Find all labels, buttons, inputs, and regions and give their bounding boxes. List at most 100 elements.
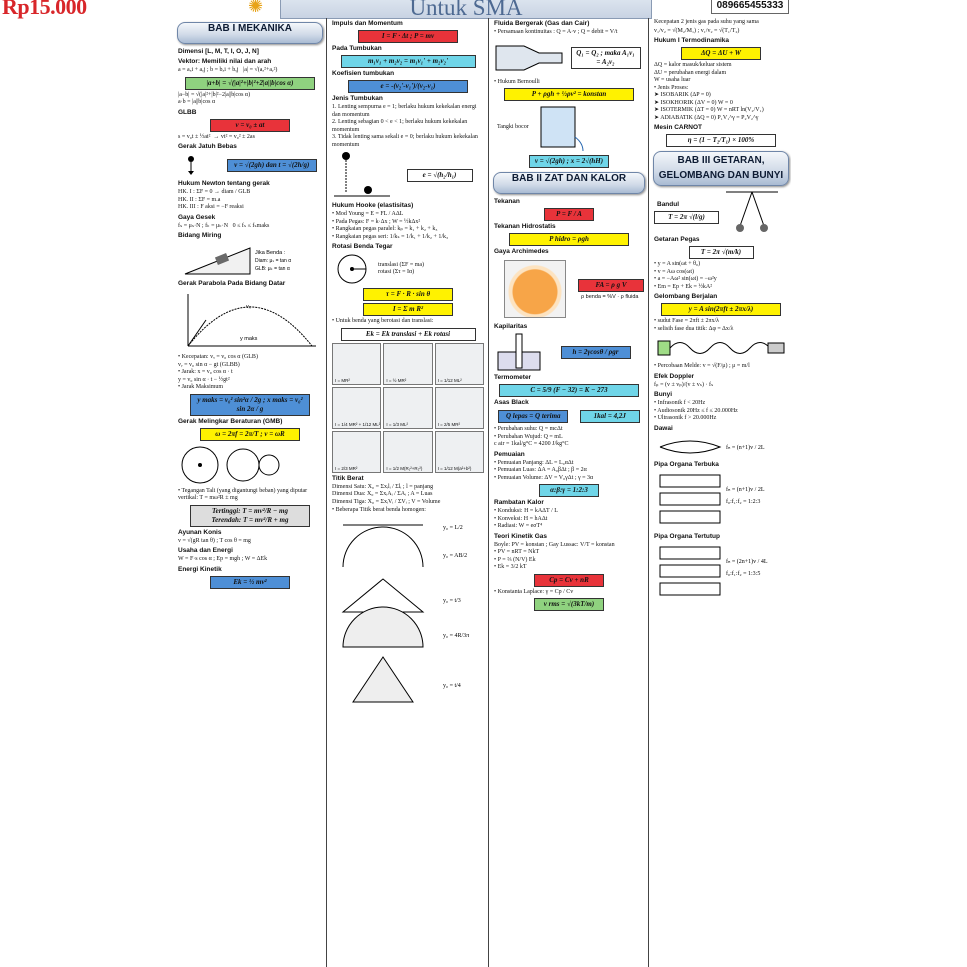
formula-projectile-max: y maks = v₀² sin²α / 2g ; x maks = v₀² s… [190, 393, 310, 416]
formula-spring-period: T = 2π √(m/k) [688, 246, 754, 259]
topic-kinetic-energy: Energi Kinetik [178, 565, 222, 573]
archimedes-row: FA = ρ g V ρ benda = %V · ρ fluida [494, 257, 644, 321]
text-block: Dimensi Satu: X₀ = Σxᵢlᵢ / Σlᵢ ; l = pan… [332, 483, 441, 505]
formula-momentum-conservation: m₁v₁ + m₂v₂ = m₁v₁' + m₂v₂' [340, 55, 476, 68]
inertia-cell: I = 1/4 MR² + 1/12 ML² [332, 386, 382, 429]
formula-impulse: I = F · Δt ; P = mv [358, 30, 458, 43]
text-block: fₛ = μₛ·N ; fₖ = μₖ·N 0 ≤ fₛ ≤ fₛmaks [178, 222, 270, 229]
topic-capillarity: Kapilaritas [494, 323, 528, 330]
topic-work-energy: Usaha dan Energi [178, 547, 233, 554]
svg-text:y₀ = L/2: y₀ = L/2 [443, 525, 463, 531]
topic-free-fall: Gerak Jatuh Bebas [178, 143, 237, 150]
text-block: fₚ = (v ± vₚ)/(v ± vₛ) · fₛ [654, 381, 714, 388]
inertia-cell: I = ½ MR² [383, 342, 433, 385]
text-block: v₁/v₂ = √(M₂/M₁) ; v₁/v₂ = √(T₁/T₂) [654, 27, 740, 34]
text-block: |a−b| = √(|a|²+|b|²−2|a||b|cos α)a·b = |… [178, 91, 251, 106]
topic-restitution: Koefisien tumbukan [332, 70, 395, 77]
closed-pipe-diagram: fₙ = (2n+1)v / 4L f₀:f₁:f₂ = 1:3:5 [659, 546, 768, 595]
formula-circular: ω = 2πf = 2π/T ; v = ωR [200, 427, 300, 441]
inertia-cell: I = MR² [332, 342, 382, 385]
topic-traveling-wave: Gelombang Berjalan [654, 293, 718, 300]
continuity-row: Q₁ = Q₂ ; maka A₁v₁ = A₂v₂ [494, 38, 644, 78]
topic-spring-oscillation: Getaran Pegas [654, 236, 700, 243]
text-block: • Perubahan suhu: Q = mcΔt• Perubahan Wu… [494, 426, 569, 447]
svg-text:f₀:f₁:f₂ = 1:2:3: f₀:f₁:f₂ = 1:2:3 [726, 498, 760, 505]
text-block: s = v₀t ± ½at² → vt² = v₀² ± 2as [178, 133, 255, 140]
section-heading-waves: BAB III GETARAN, GELOMBANG DAN BUNYI [653, 151, 789, 186]
open-pipe-diagram: fₙ = (n+1)v / 2L f₀:f₁:f₂ = 1:2:3 [659, 474, 765, 523]
topic-collision-types: Jenis Tumbukan [332, 95, 383, 102]
rotation-row: translasi (ΣF = ma)rotasi (Στ = Iα) [332, 252, 484, 286]
topic-newton-laws: Hukum Newton tentang gerak [178, 180, 270, 187]
free-fall-diagram [188, 156, 195, 175]
center-of-mass-shapes: y₀ = L/2 y₀ = AB/2 y₀ = t/3 y₀ = 4R/3π y… [341, 524, 469, 702]
text-block: • Konduksi: H = kAΔT / L• Konveksi: H = … [494, 508, 558, 529]
projectile-diagram: vₓ y maks [187, 294, 316, 347]
formula-restitution: e = -(v₂'-v₁')/(v₂-v₁) [348, 80, 468, 93]
moment-of-inertia-table: I = MR² I = ½ MR² I = 1/12 ML² I = 1/4 M… [332, 342, 484, 473]
text-block: W = F·s cos α ; Ep = mgh ; W = ΔEk [178, 556, 268, 562]
text-block: • Pemuaian Panjang: ΔL = L₀αΔt• Pemuaian… [494, 459, 594, 481]
bouncing-ball-diagram [334, 152, 390, 197]
circle-diagrams-row [178, 443, 322, 487]
formula-capillarity: h = 2γcosθ / ρgr [560, 345, 631, 359]
topic-expansion: Pemuaian [494, 450, 525, 458]
topic-pendulum: Bandul [657, 200, 680, 208]
topic-glbb: GLBB [178, 108, 197, 116]
svg-text:f₀:f₁:f₂ = 1:3:5: f₀:f₁:f₂ = 1:3:5 [726, 570, 760, 577]
topic-friction: Gaya Gesek [178, 213, 216, 221]
column-mechanics: BAB I MEKANIKA Dimensi [L, M, T, I, O, J… [175, 18, 325, 967]
topic-hydrostatic-pressure: Tekanan Hidrostatis [494, 223, 556, 230]
tank-row: Tangki bocor [494, 103, 644, 153]
topic-elasticity: Hukum Hooke (elastisitas) [332, 202, 414, 209]
formula-glbb: v = v₀ ± at [210, 118, 290, 132]
topic-dimension: Dimensi [L, M, T, I, O, J, N] [178, 48, 259, 55]
glass-photo [503, 260, 566, 318]
formula-hydrostatic: P hidro = ρgh [509, 233, 629, 246]
column-divider [648, 18, 649, 967]
label-gas-speed-ratio: Kecepatan 2 jenis gas pada suhu yang sam… [654, 19, 759, 25]
text-block: a = aₓi + aᵧj ; b = bₓi + bᵧj |a| = √(aₓ… [178, 67, 278, 73]
topic-moving-fluid: Fluida Bergerak (Gas dan Cair) [494, 20, 590, 27]
svg-text:Diam: μₛ = tan α: Diam: μₛ = tan α [255, 258, 291, 264]
formula-vector-sum: |a+b| = √(|a|²+|b|²+2|a||b|cos α) [185, 76, 315, 90]
label-continuity: Persamaan kontinuitas [497, 29, 552, 35]
text-block: • Tegangan Tali (yang digantungi beban) … [178, 487, 308, 502]
column-momentum-rotation: Impuls dan Momentum I = F · Δt ; P = mv … [329, 18, 487, 967]
svg-text:vₓ: vₓ [246, 304, 251, 310]
svg-text:GLB: μₖ = tan α: GLB: μₖ = tan α [255, 266, 290, 272]
label-bernoulli: Hukum Bernoulli [497, 78, 540, 85]
topic-inclined-plane: Bidang Miring [178, 232, 222, 239]
text-block: translasi (ΣF = ma)rotasi (Στ = Iα) [378, 261, 425, 276]
text-block: • y = A sin(ωt + θ₀)• v = Aω cos(ωt)• a … [654, 261, 717, 290]
topic-doppler: Efek Doppler [654, 372, 695, 380]
formula-gas-velocity: v rms = √(3kT/m) [534, 598, 604, 611]
tangent-wheels-diagram [226, 448, 280, 481]
black-row: Q lepas = Q terima 1kal = 4,2J [494, 408, 644, 425]
text-block: ρ benda = %V · ρ fluida [581, 294, 639, 300]
svg-text:y maks: y maks [240, 336, 258, 342]
phone-number: 089665455333 [711, 0, 789, 14]
capillary-tube-diagram [497, 333, 541, 371]
formula-black: Q lepas = Q terima [498, 410, 569, 423]
topic-black-principle: Asas Black [494, 399, 529, 406]
text-block: v = √(gR tan θ) ; T cos θ = mg [178, 537, 251, 544]
formula-inertia: I = Σ m R² [363, 303, 453, 316]
text-block: Boyle: PV = konstan ; Gay Lussac: V/T = … [494, 541, 615, 571]
topic-vector: Vektor: Memiliki nilai dan arah [178, 58, 272, 65]
formula-carnot: η = (1 − T₂/T₁) × 100% [666, 134, 776, 147]
topic-kinetic-gas-theory: Teori Kinetik Gas [494, 532, 547, 540]
topic-string: Dawai [654, 424, 673, 432]
formula-leak-velocity: v = √(2gh) ; x = 2√(hH) [529, 155, 609, 168]
svg-text:fₙ = (n+1)v / 2L: fₙ = (n+1)v / 2L [726, 444, 765, 451]
topic-sound: Bunyi [654, 391, 673, 398]
formula-continuity: Q₁ = Q₂ ; maka A₁v₁ = A₂v₂ [570, 46, 641, 69]
formula-thermometer: C = 5/9 (F − 32) = K − 273 [499, 384, 639, 397]
banner-title: Untuk SMA [280, 0, 652, 19]
section-heading-mechanics: BAB I MEKANIKA [177, 22, 323, 44]
column-divider [326, 18, 327, 967]
column-fluids-heat: Fluida Bergerak (Gas dan Cair) • Persama… [491, 18, 647, 967]
svg-text:fₙ = (2n+1)v / 4L: fₙ = (2n+1)v / 4L [726, 558, 768, 565]
